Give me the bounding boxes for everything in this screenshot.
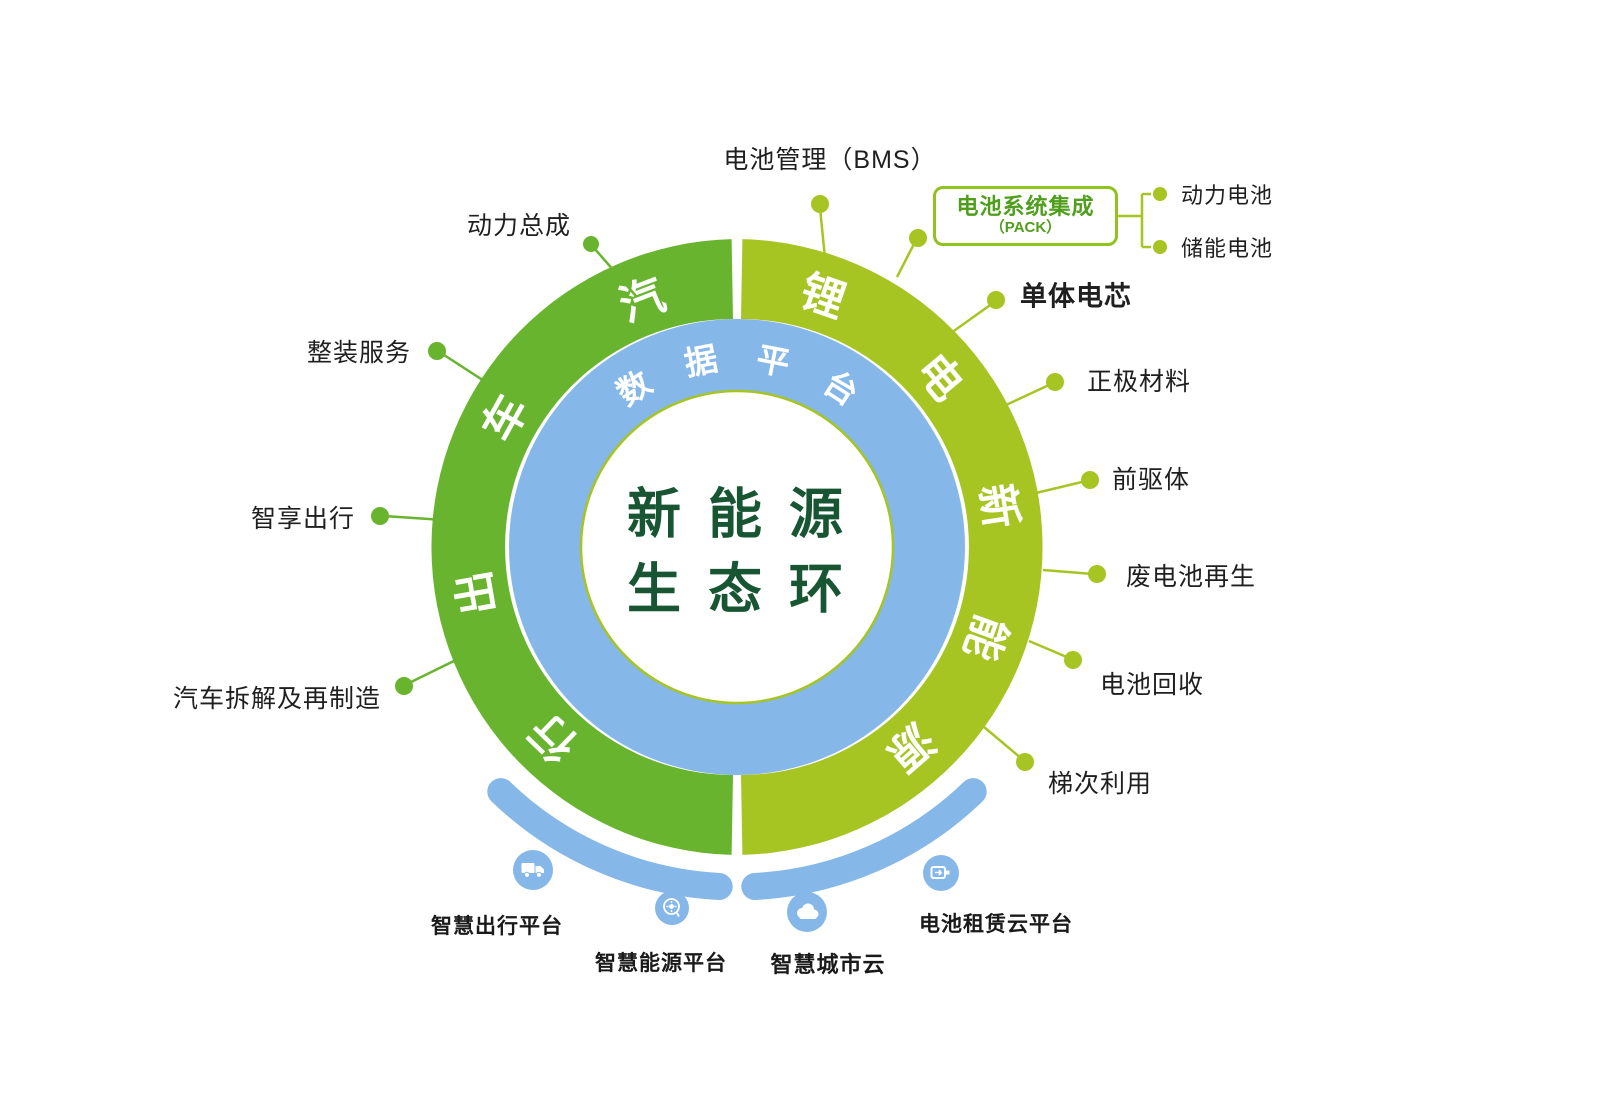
- leader-line: [1028, 639, 1070, 660]
- label-storage-battery: 储能电池: [1180, 236, 1274, 261]
- cloud-icon: [797, 903, 819, 919]
- leader-line: [1005, 382, 1052, 407]
- label-cell: 单体电芯: [1020, 281, 1132, 312]
- leader-line: [1035, 479, 1087, 495]
- ring-char: 出: [449, 567, 505, 619]
- connector-dot: [428, 342, 446, 360]
- label-power-battery: 动力电池: [1180, 183, 1274, 208]
- leader-line: [406, 655, 463, 686]
- connector-dot: [1153, 240, 1167, 254]
- label-dismantle-remanufacture: 汽车拆解及再制造: [172, 685, 382, 713]
- label-precursor: 前驱体: [1111, 466, 1191, 494]
- platform-label-energy: 智慧能源平台: [595, 952, 727, 975]
- pack-box-subtitle: （PACK）: [989, 219, 1062, 237]
- leader-line: [895, 241, 917, 278]
- pack-integration-box: 电池系统集成 （PACK）: [933, 186, 1118, 246]
- bottom-arc-left: [487, 778, 733, 900]
- leader-line: [818, 207, 827, 259]
- platform-icon-mobility: [513, 850, 553, 890]
- center-circle: [579, 389, 895, 705]
- pack-box-title: 电池系统集成: [956, 193, 1095, 219]
- connector-dot: [1016, 753, 1034, 771]
- ring-char: 新: [970, 481, 1025, 532]
- brain-icon: [663, 898, 680, 917]
- leader-line: [383, 514, 445, 522]
- leader-line: [950, 301, 994, 335]
- connector-dot: [1064, 651, 1082, 669]
- connector-dots-right: [811, 187, 1167, 771]
- leader-line: [593, 247, 637, 297]
- connector-dot: [371, 507, 389, 525]
- connector-dot: [1088, 565, 1106, 583]
- connector-dot: [583, 236, 599, 252]
- leader-line: [983, 726, 1023, 760]
- platform-label-mobility: 智慧出行平台: [431, 915, 563, 938]
- connector-dot: [1153, 187, 1167, 201]
- connector-dots-left: [371, 236, 599, 695]
- platform-icon-energy: [655, 891, 689, 925]
- label-smart-mobility: 智享出行: [250, 505, 356, 533]
- ring-left-half: [431, 239, 733, 855]
- ring-char: 平: [753, 340, 792, 383]
- label-bms: 电池管理（BMS）: [723, 146, 937, 174]
- label-powertrain: 动力总成: [466, 212, 572, 240]
- connector-dot: [1081, 471, 1099, 489]
- connector-dot: [1046, 373, 1064, 391]
- diagram-title-line2: 生 态 环: [626, 559, 850, 619]
- platform-label-battery-leasing: 电池租赁云平台: [919, 913, 1073, 936]
- label-cascade-use: 梯次利用: [1047, 770, 1153, 798]
- label-battery-recycling: 电池回收: [1099, 671, 1205, 699]
- truck-icon: [521, 863, 544, 878]
- label-cathode-material: 正极材料: [1086, 368, 1192, 396]
- diagram-title-line1: 新 能 源: [626, 484, 850, 545]
- battery-icon: [930, 866, 950, 879]
- platform-icon-city: [787, 892, 827, 932]
- leader-lines-left: [383, 247, 637, 686]
- diagram-title: 新 能 源 生 态 环: [627, 477, 849, 626]
- ring-right-half: [741, 239, 1043, 855]
- connector-dot: [395, 677, 413, 695]
- label-assembly-service: 整装服务: [306, 339, 412, 367]
- leader-lines-right: [818, 192, 1151, 760]
- platform-label-city-cloud: 智慧城市云: [770, 952, 886, 977]
- ring-char: 据: [681, 340, 720, 383]
- platform-icon-leasing: [923, 855, 959, 891]
- connector-dot: [811, 195, 829, 213]
- connector-dot: [987, 291, 1005, 309]
- pack-bracket: [1118, 192, 1151, 249]
- label-battery-regeneration: 废电池再生: [1125, 563, 1257, 591]
- leader-line: [1042, 568, 1094, 576]
- bottom-arc-right: [741, 778, 987, 900]
- connector-dot: [909, 229, 927, 247]
- leader-line: [440, 351, 499, 392]
